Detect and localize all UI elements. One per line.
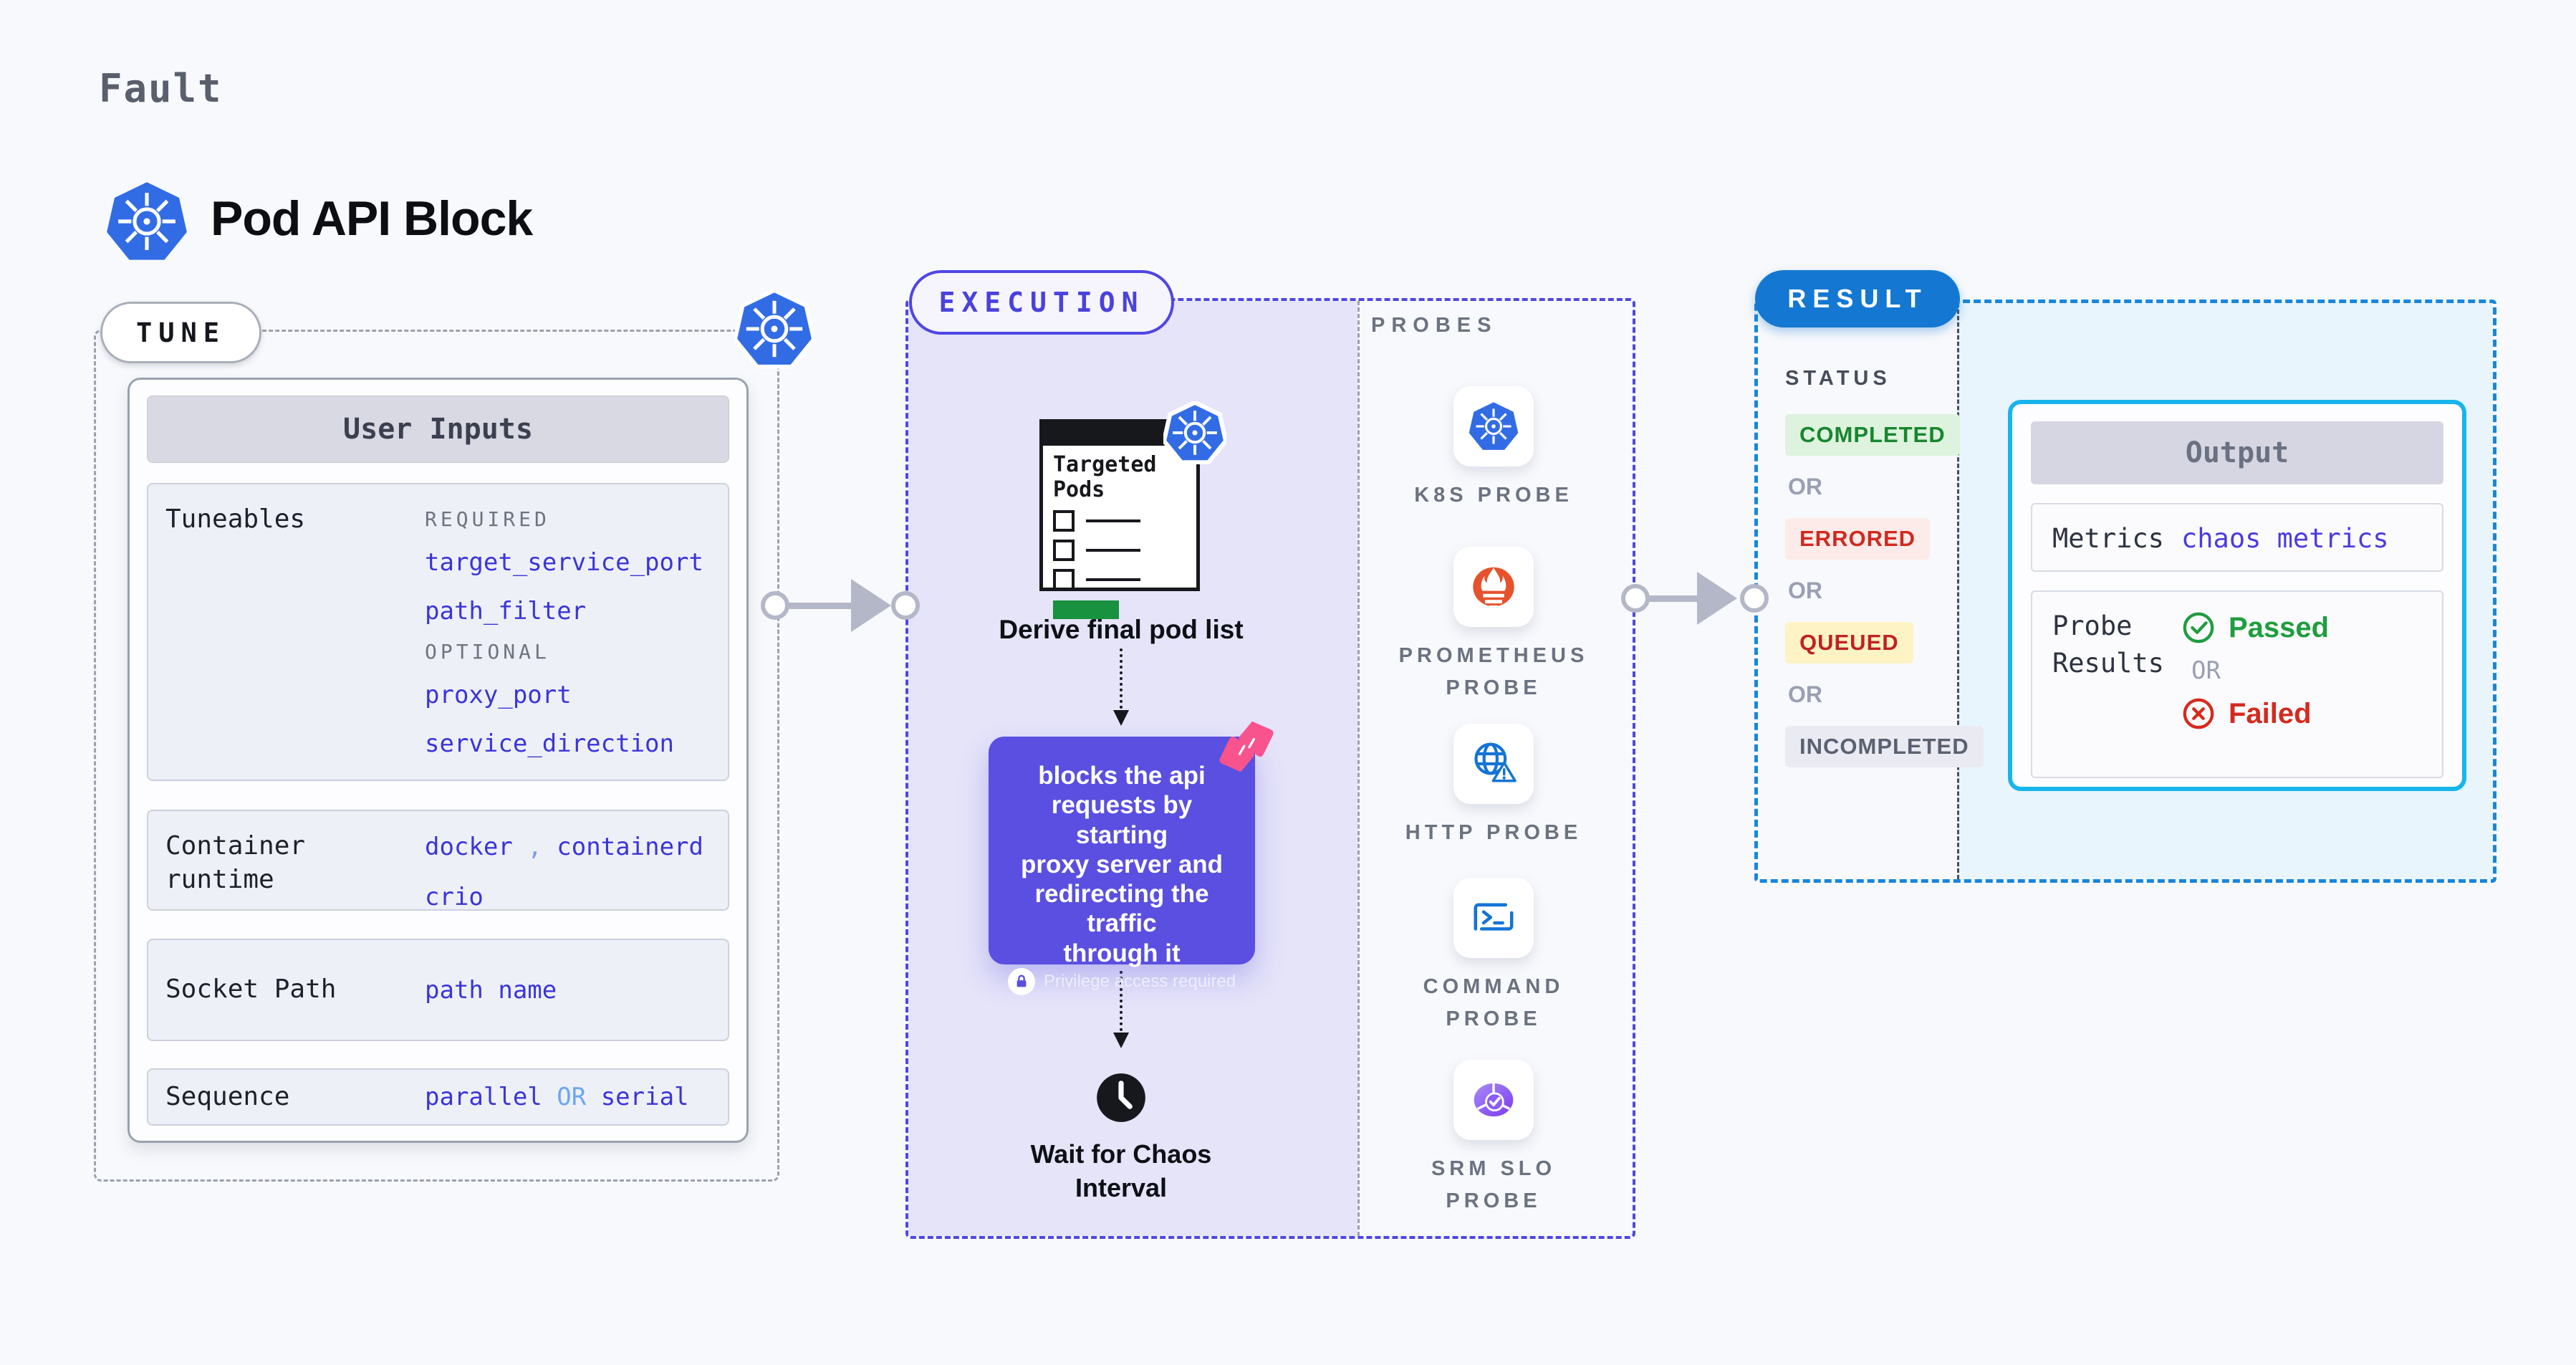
required-label: REQUIRED <box>425 507 550 531</box>
kubernetes-icon <box>733 288 816 369</box>
clock-icon <box>1095 1072 1147 1124</box>
socket-path-value: path name <box>425 975 557 1005</box>
checkbox-icon <box>1053 510 1075 532</box>
probes-divider <box>1357 301 1360 1236</box>
pod-list-item <box>1053 569 1186 590</box>
command-probe-icon <box>1453 878 1534 958</box>
status-list: COMPLETED OR ERRORED OR QUEUED OR INCOMP… <box>1785 414 1984 767</box>
connector-ring <box>761 591 789 620</box>
execution-pill: EXECUTION <box>909 270 1174 335</box>
connector-ring <box>891 591 920 620</box>
probe-results-label: Probe Results <box>2052 610 2164 679</box>
checkbox-icon <box>1053 540 1075 561</box>
status-badge-errored: ERRORED <box>1785 518 1931 560</box>
probe-results-row: Probe Results Passed OR Failed <box>2031 590 2443 778</box>
param-target-service-port: target_service_port <box>425 548 703 577</box>
failed-line: Failed <box>2181 696 2422 731</box>
prometheus-probe-icon <box>1453 547 1534 627</box>
metrics-label: Metrics <box>2052 523 2164 554</box>
output-header: Output <box>2031 421 2443 484</box>
sequence-row: Sequence parallel OR serial <box>147 1068 729 1126</box>
param-proxy-port: proxy_port <box>425 681 572 709</box>
probes-to-result-arrowhead <box>1697 572 1737 625</box>
probes-heading: PROBES <box>1371 314 1498 337</box>
flow-arrow-down <box>1113 971 1129 1048</box>
progress-bar <box>1053 600 1119 619</box>
targeted-pods-illustration: Targeted Pods <box>1039 400 1229 619</box>
output-card: Output Metrics chaos metrics Probe Resul… <box>2008 400 2466 791</box>
wait-for-chaos-label: Wait for Chaos Interval <box>1030 1139 1212 1202</box>
privilege-note: Privilege access required <box>1006 968 1238 996</box>
check-circle-icon <box>2183 612 2214 643</box>
metrics-row: Metrics chaos metrics <box>2031 503 2443 572</box>
user-inputs-card: User Inputs Tuneables REQUIRED target_se… <box>128 378 749 1143</box>
container-runtime-row: Container runtime docker , containerd cr… <box>147 810 729 911</box>
fault-action-text: blocks the api requests by starting prox… <box>1020 762 1224 967</box>
fault-action-card: blocks the api requests by starting prox… <box>989 721 1274 996</box>
status-badge-queued: QUEUED <box>1785 622 1913 664</box>
tune-pill: TUNE <box>100 302 261 363</box>
socket-path-row: Socket Path path name <box>147 939 729 1041</box>
tune-section-box <box>94 330 779 1182</box>
tuneables-label: Tuneables <box>165 504 306 534</box>
derive-pod-list-label: Derive final pod list <box>999 615 1244 644</box>
result-pill: RESULT <box>1755 270 1960 327</box>
lock-icon <box>1007 968 1035 996</box>
probe-item-srm-slo: SRM SLO PROBE <box>1393 1060 1594 1217</box>
fault-kicker: Fault <box>99 66 223 111</box>
status-badge-incompleted: INCOMPLETED <box>1785 726 1984 767</box>
param-path-filter: path_filter <box>425 597 587 626</box>
user-inputs-header: User Inputs <box>147 396 729 463</box>
tuneables-row: Tuneables REQUIRED target_service_port p… <box>147 483 729 781</box>
k8s-probe-icon <box>1453 386 1534 466</box>
container-runtime-value-crio: crio <box>425 883 484 911</box>
status-heading: STATUS <box>1785 367 1891 390</box>
targeted-pods-title: Targeted Pods <box>1053 452 1157 502</box>
status-or: OR <box>1788 474 1822 499</box>
probe-item-command: COMMAND PROBE <box>1393 878 1594 1035</box>
kubernetes-icon <box>106 181 188 262</box>
status-or: OR <box>1788 681 1822 707</box>
output-or: OR <box>2191 656 2221 685</box>
connector-ring <box>1740 584 1769 613</box>
result-divider <box>1957 303 1959 879</box>
metrics-value: chaos metrics <box>2181 523 2389 555</box>
optional-label: OPTIONAL <box>425 640 550 664</box>
container-runtime-label: Container runtime <box>165 831 306 894</box>
checkbox-icon <box>1053 569 1075 590</box>
connector-ring <box>1621 584 1650 613</box>
probe-item-http: HTTP PROBE <box>1393 724 1594 849</box>
passed-line: Passed <box>2181 610 2422 645</box>
status-badge-completed: COMPLETED <box>1785 414 1960 456</box>
x-circle-icon <box>2183 698 2214 729</box>
probe-item-prometheus: PROMETHEUS PROBE <box>1393 547 1594 704</box>
socket-path-label: Socket Path <box>165 974 337 1005</box>
pod-list-item <box>1053 510 1186 532</box>
http-probe-icon <box>1453 724 1534 804</box>
tune-to-execution-arrowhead <box>851 579 891 632</box>
status-or: OR <box>1788 578 1822 603</box>
param-service-direction: service_direction <box>425 729 674 758</box>
pod-list-item <box>1053 540 1186 561</box>
srm-slo-probe-icon <box>1453 1060 1534 1140</box>
probe-item-k8s: K8S PROBE <box>1393 386 1594 512</box>
sequence-label: Sequence <box>165 1081 290 1111</box>
kubernetes-icon <box>1161 400 1229 465</box>
chaos-pinwheel-icon <box>1218 718 1275 775</box>
probes-to-result-arrow <box>1643 595 1704 602</box>
container-runtime-values: docker , containerd <box>425 833 703 861</box>
page-title: Pod API Block <box>211 191 533 246</box>
flow-arrow-down <box>1113 648 1129 726</box>
sequence-value: parallel OR serial <box>425 1083 689 1111</box>
tune-to-execution-arrow <box>782 603 858 609</box>
